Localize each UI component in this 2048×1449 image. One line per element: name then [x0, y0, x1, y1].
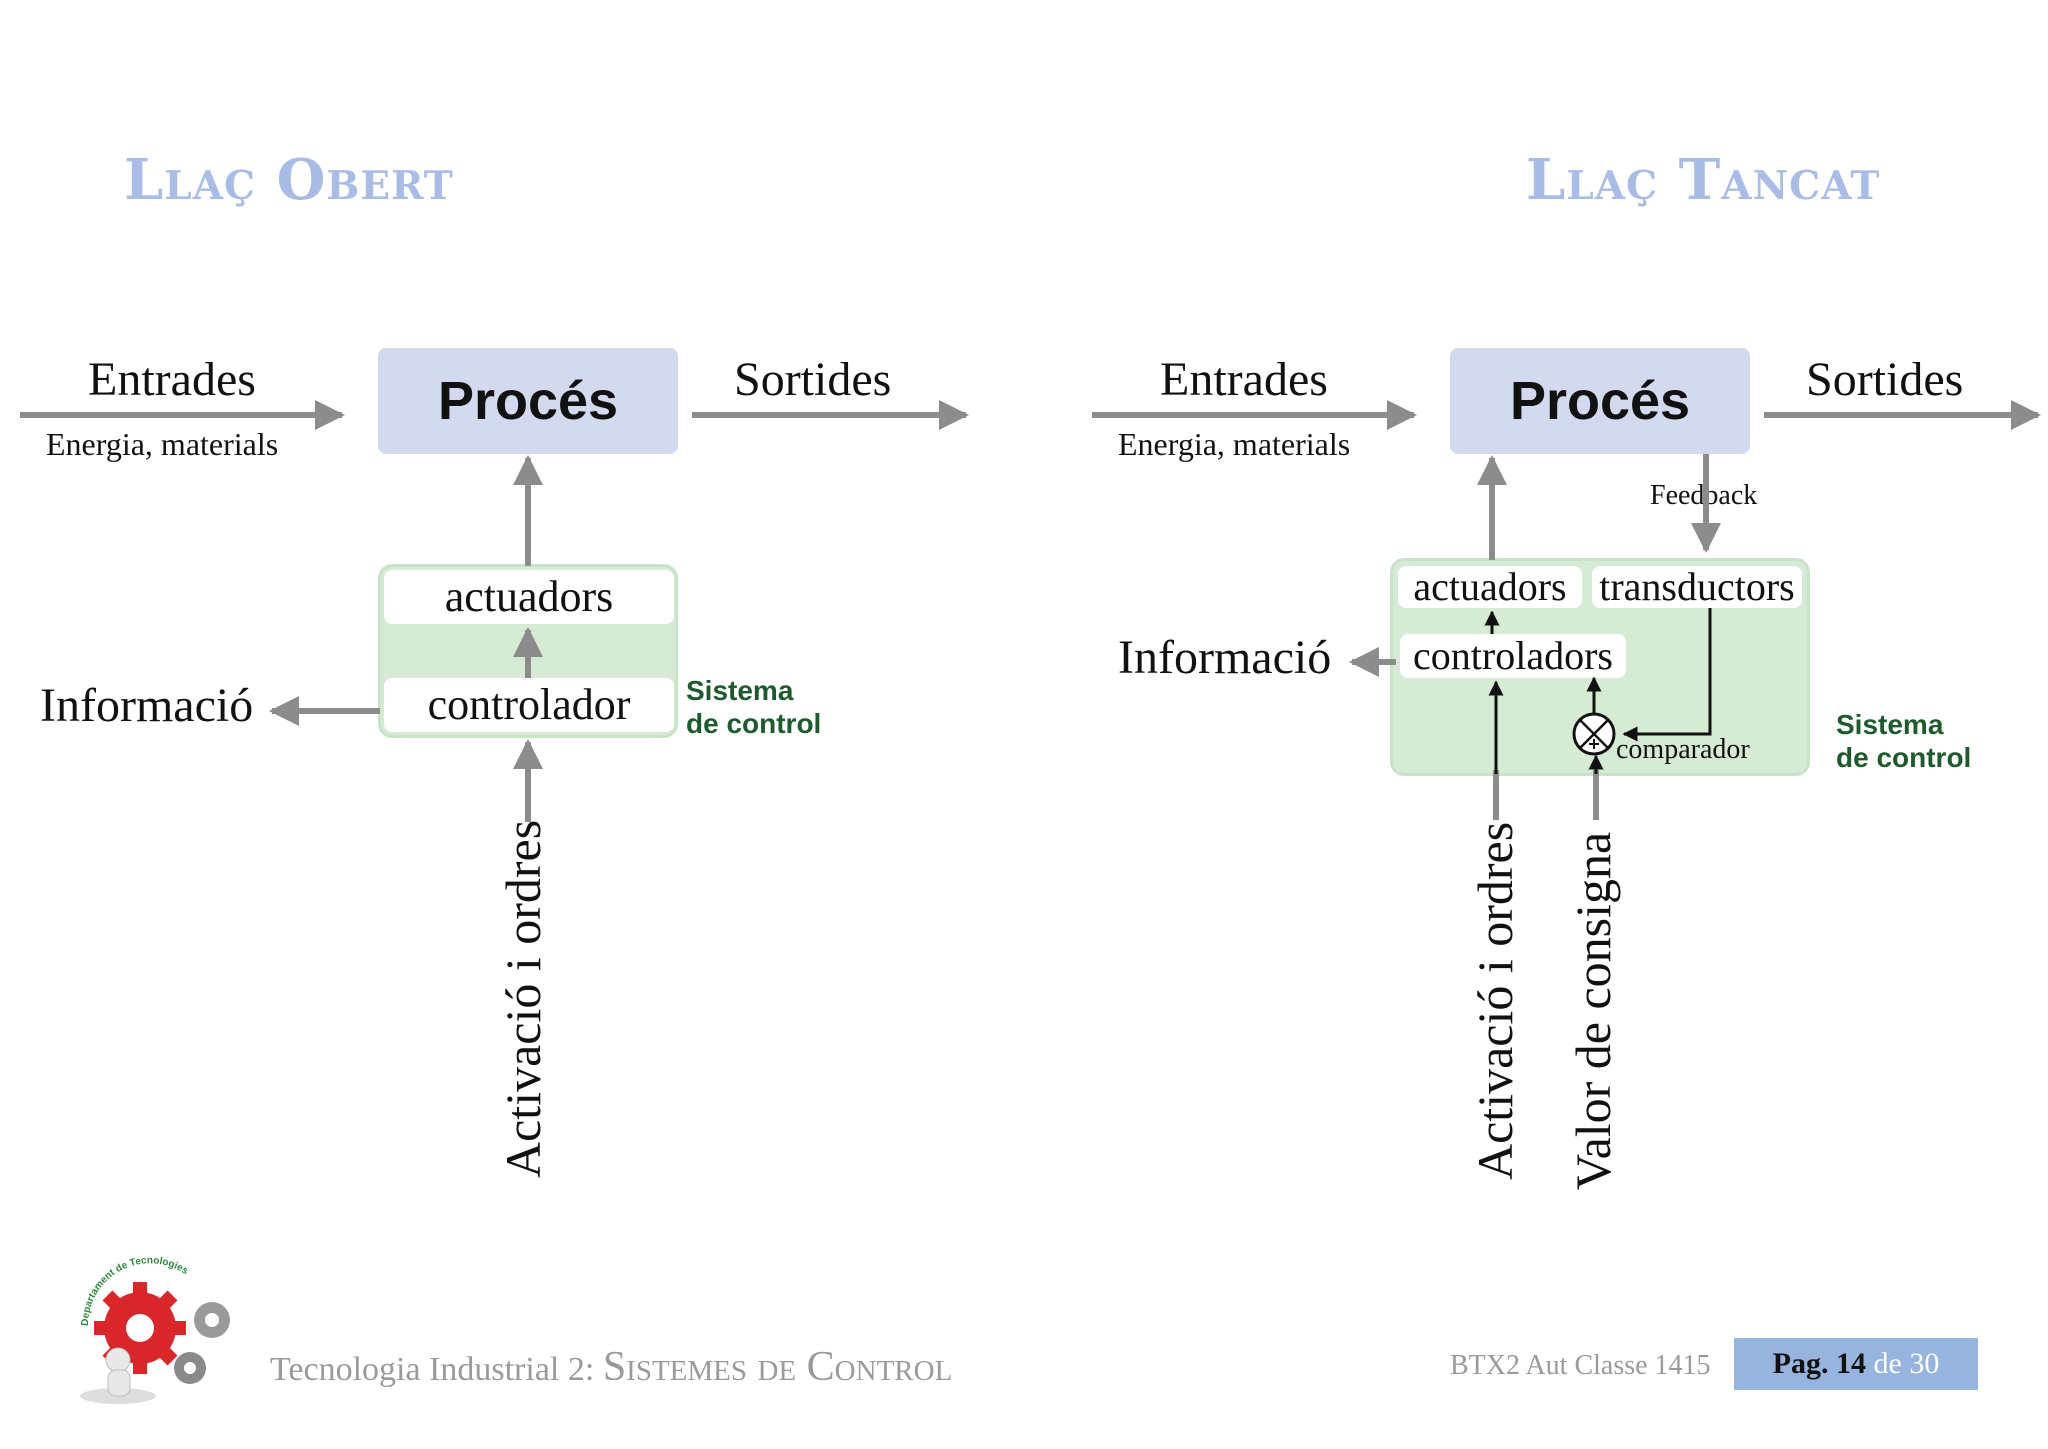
- page-prefix: Pag.: [1772, 1347, 1829, 1380]
- closed-inputs-label: Entrades: [1160, 353, 1328, 406]
- page-indicator: Pag. 14 de 30: [1734, 1338, 1978, 1390]
- closed-system-label: Sistema de control: [1836, 708, 1971, 774]
- closed-activation-label: Activació i ordres: [1467, 821, 1523, 1180]
- open-controller-box: controlador: [384, 678, 674, 732]
- closed-process-box: Procés: [1450, 348, 1750, 454]
- page-number: 14: [1836, 1347, 1866, 1380]
- open-system-label: Sistema de control: [686, 674, 821, 740]
- open-outputs-label: Sortides: [734, 353, 892, 406]
- open-process-box: Procés: [378, 348, 678, 454]
- comparator-label: comparador: [1616, 734, 1750, 765]
- open-system-line2: de control: [686, 708, 822, 740]
- department-logo: Departament de Tecnologies: [78, 1255, 242, 1406]
- open-inputs-label: Entrades: [88, 353, 256, 406]
- closed-system-line2: de control: [1836, 742, 1972, 774]
- closed-inputs-sublabel: Energia, materials: [1118, 426, 1351, 462]
- open-system-line1: Sistema: [686, 675, 794, 706]
- feedback-label: Feedback: [1650, 480, 1758, 511]
- footer-course-topic: Sistemes de Control: [602, 1344, 953, 1390]
- open-inputs-sublabel: Energia, materials: [46, 426, 279, 462]
- page-of: de 30: [1873, 1347, 1940, 1380]
- closed-system-line1: Sistema: [1836, 709, 1944, 740]
- open-loop-title: Llaç Obert: [124, 147, 454, 213]
- footer-course-prefix: Tecnologia Industrial 2:: [270, 1351, 603, 1388]
- footer-course-title: Tecnologia Industrial 2: Sistemes de Con…: [270, 1346, 952, 1388]
- open-actuators-box: actuadors: [384, 570, 674, 624]
- footer-class-info: BTX2 Aut Classe 1415: [1450, 1350, 1711, 1381]
- open-info-label: Informació: [40, 679, 254, 732]
- transducers-box: transductors: [1592, 566, 1802, 608]
- closed-actuators-box: actuadors: [1398, 566, 1582, 608]
- closed-loop-title: Llaç Tancat: [1526, 147, 1881, 213]
- closed-outputs-label: Sortides: [1806, 353, 1964, 406]
- controllers-box: controladors: [1400, 634, 1626, 678]
- setpoint-label: Valor de consigna: [1565, 831, 1621, 1190]
- open-activation-label: Activació i ordres: [495, 819, 551, 1178]
- gears-icon: Departament de Tecnologies: [80, 1255, 230, 1404]
- closed-info-label: Informació: [1118, 631, 1332, 684]
